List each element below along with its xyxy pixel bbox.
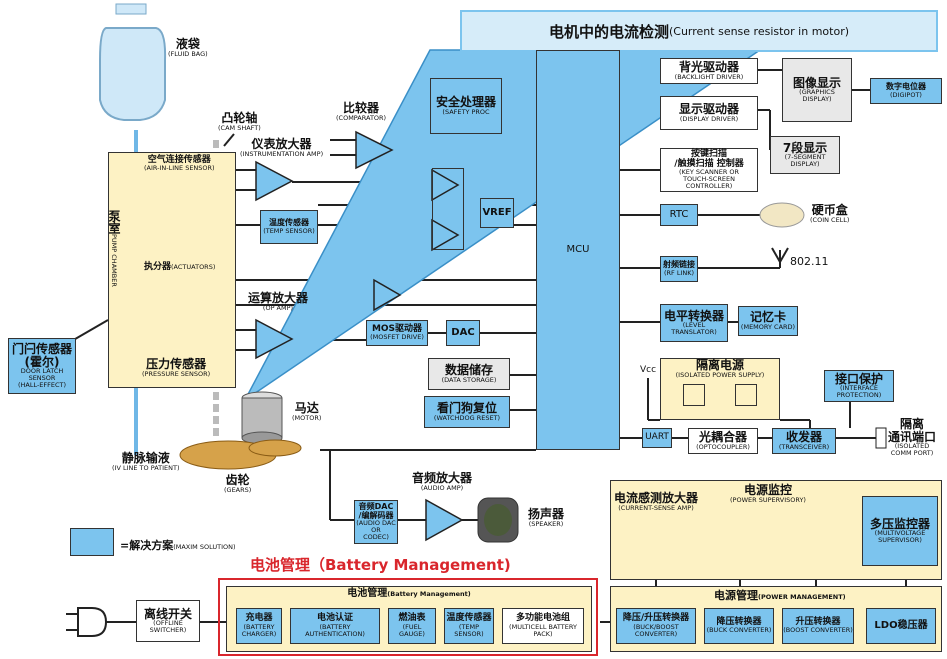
op-amp-label: 运算放大器(OP AMP): [248, 291, 309, 312]
fuel-gauge: 燃油表(FUEL GAUGE): [388, 608, 436, 644]
motor-label: 马达(MOTOR): [292, 401, 322, 422]
multicell-battery-pack: 多功能电池组(MULTICELL BATTERY PACK): [502, 608, 584, 644]
inst-amp-label: 仪表放大器(INSTRUMENTATION AMP): [240, 137, 324, 158]
door-latch-sensor: 门闩传感器(霍尔) DOOR LATCH SENSOR(HALL-EFFECT): [8, 338, 76, 394]
battery-title: 电池管理（Battery Management): [250, 556, 511, 574]
uart-box: UART: [642, 428, 672, 448]
data-storage: 数据储存(DATA STORAGE): [428, 358, 510, 390]
backlight-driver: 背光驱动器(BACKLIGHT DRIVER): [660, 58, 758, 84]
battery-group-label: 电池管理(Battery Management): [347, 588, 471, 599]
isolation-cell-left: [683, 384, 705, 407]
iv-line-label: 静脉输液(IV LINE TO PATIENT): [112, 451, 180, 472]
ldo-regulator: LDO稳压器: [866, 608, 936, 644]
coin-cell-label: 硬币盒(COIN CELL): [810, 203, 850, 224]
battery-authentication: 电池认证(BATTERY AUTHENTICATION): [290, 608, 380, 644]
gears-label: 齿轮(GEARS): [224, 473, 252, 494]
battery-charger: 充电器(BATTERY CHARGER): [236, 608, 282, 644]
legend-swatch: [70, 528, 114, 556]
audio-amp-label: 音频放大器(AUDIO AMP): [412, 471, 473, 492]
watchdog-reset: 看门狗复位(WATCHDOG RESET): [424, 396, 510, 428]
optocoupler: 光耦合器(OPTOCOUPLER): [688, 428, 758, 454]
isolation-cell-right: [735, 384, 757, 407]
vcc-label: Vcc: [640, 365, 657, 375]
boost-converter: 升压转换器(BOOST CONVERTER): [782, 608, 854, 644]
isolated-power-supply: 隔离电源(ISOLATED POWER SUPPLY): [660, 358, 780, 420]
mcu: MCU: [536, 50, 620, 450]
buck-converter: 降压转换器(BUCK CONVERTER): [704, 608, 774, 644]
buck-boost-converter: 降压/升压转换器(BUCK/BOOST CONVERTER): [616, 608, 696, 644]
callout-banner: 电机中的电流检测 (Current sense resistor in moto…: [460, 10, 938, 52]
display-driver: 显示驱动器(DISPLAY DRIVER): [660, 96, 758, 130]
temp-sensor-2: 温度传感器(TEMP SENSOR): [444, 608, 494, 644]
comparator-label: 比较器(COMPARATOR): [336, 101, 387, 122]
speaker-label: 扬声器(SPEAKER): [528, 507, 565, 528]
air-sensor-label: 空气连接传感器(AIR-IN-LINE SENSOR): [144, 155, 215, 173]
power-management-label: 电源管理(POWER MANAGEMENT): [714, 589, 846, 602]
rf-link: 射频链接(RF LINK): [660, 256, 698, 282]
rtc-box: RTC: [660, 204, 698, 226]
amp-block: [432, 168, 464, 250]
pressure-sensor-label: 压力传感器(PRESSURE SENSOR): [142, 357, 211, 378]
fluid-bag-label: 液袋(FLUID BAG): [168, 37, 208, 58]
pump-chamber-label: 泵室PUMP CHAMBER: [107, 210, 121, 287]
current-sense-label: 电流感测放大器(CURRENT-SENSE AMP): [614, 491, 699, 512]
callout-en: (Current sense resistor in motor): [668, 24, 850, 38]
mosfet-driver: MOS驱动器(MOSFET DRIVE): [366, 320, 428, 346]
dac-box: DAC: [446, 320, 480, 346]
transceiver: 收发器(TRANSCEIVER): [772, 428, 836, 454]
actuators-label: 执分器(ACTUATORS): [144, 262, 216, 272]
safety-processor: 安全处理器(SAFETY PROC: [430, 78, 502, 134]
battery-highlight: [218, 578, 598, 656]
digipot: 数字电位器(DIGIPOT): [870, 78, 942, 104]
legend-label: =解决方案(MAXIM SOLUTION): [120, 539, 236, 552]
memory-card: 记忆卡(MEMORY CARD): [738, 306, 798, 336]
vref-box: VREF: [480, 198, 514, 228]
pump-chamber: [108, 152, 236, 388]
power-supervisory-label: 电源监控(POWER SUPERVISORY): [730, 483, 806, 504]
cam-shaft-label: 凸轮轴(CAM SHAFT): [218, 111, 261, 132]
wifi-label: 802.11: [790, 255, 829, 268]
temp-sensor-1: 温度传感器(TEMP SENSOR): [260, 210, 318, 244]
callout-zh: 电机中的电流检测: [548, 22, 669, 41]
